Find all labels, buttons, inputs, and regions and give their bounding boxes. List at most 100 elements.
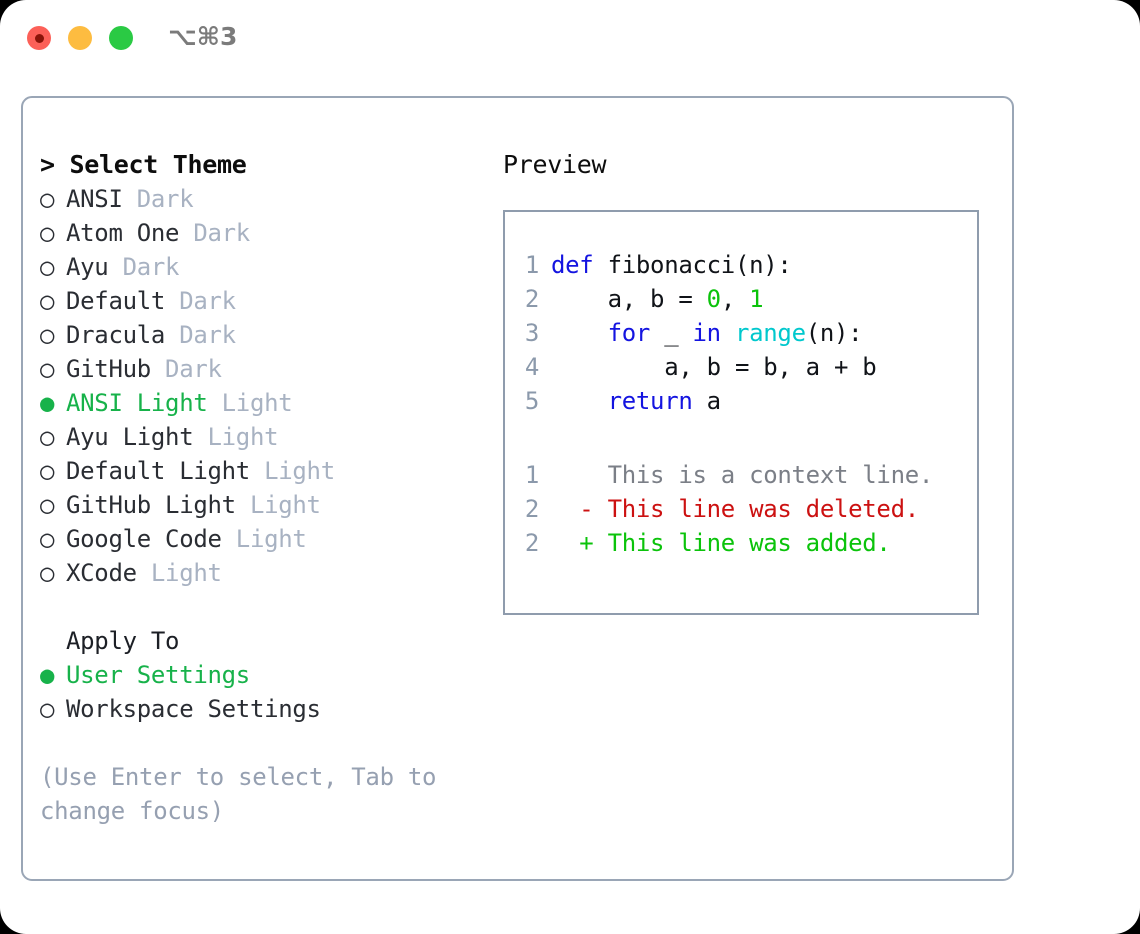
apply-to-option-workspace-settings[interactable]: ○ Workspace Settings xyxy=(40,692,487,726)
theme-option-default-light[interactable]: ○Default Light Light xyxy=(40,454,487,488)
theme-option-name: Ayu Light xyxy=(66,423,208,451)
theme-option-variant: Dark xyxy=(179,287,236,315)
code-token-plain xyxy=(721,319,735,347)
code-token-plain xyxy=(551,319,608,347)
theme-option-github-light[interactable]: ○ GitHub Light Light xyxy=(40,488,487,522)
close-window-icon[interactable] xyxy=(27,26,51,50)
theme-selection-panel: > Select Theme ○ANSI Dark○Atom One Dark○… xyxy=(23,98,487,879)
theme-option-variant: Light xyxy=(221,389,293,417)
diff-sample: 1 This is a context line.2 - This line w… xyxy=(505,458,977,560)
theme-option-ayu[interactable]: ○Ayu Dark xyxy=(40,250,487,284)
theme-option-variant: Light xyxy=(264,457,335,485)
code-token-kw: in xyxy=(692,319,722,347)
radio-unselected-icon: ○ xyxy=(40,491,55,519)
theme-option-variant: Light xyxy=(249,491,321,519)
code-token-plain: a xyxy=(692,387,721,415)
diff-line-del: 2 - This line was deleted. xyxy=(505,492,977,526)
line-number: 4 xyxy=(524,353,539,381)
theme-option-xcode[interactable]: ○XCode Light xyxy=(40,556,487,590)
apply-to-option-name: Workspace Settings xyxy=(66,695,321,723)
theme-option-google-code[interactable]: ○ Google Code Light xyxy=(40,522,487,556)
code-line-text: a, b = b, a + b xyxy=(551,350,877,384)
theme-option-default[interactable]: ○Default Dark xyxy=(40,284,487,318)
theme-option-variant: Light xyxy=(235,525,307,553)
radio-unselected-icon: ○ xyxy=(40,321,55,349)
theme-option-variant: Dark xyxy=(193,219,250,247)
theme-option-ansi[interactable]: ○ANSI Dark xyxy=(40,182,487,216)
radio-unselected-icon: ○ xyxy=(40,695,55,723)
code-token-num: 0 xyxy=(706,285,721,313)
traffic-lights xyxy=(27,26,133,50)
diff-line-text: - This line was deleted. xyxy=(551,495,919,523)
theme-option-variant: Dark xyxy=(179,321,236,349)
main-card: > Select Theme ○ANSI Dark○Atom One Dark○… xyxy=(21,96,1014,881)
radio-unselected-icon: ○ xyxy=(40,559,55,587)
theme-option-name: Atom One xyxy=(66,219,194,247)
theme-option-name: ANSI Light xyxy=(66,389,222,417)
code-line-text: return a xyxy=(551,384,722,418)
apply-to-heading: Apply To xyxy=(66,627,180,655)
code-line: 2 a, b = 0, 1 xyxy=(505,282,977,316)
theme-option-name: GitHub Light xyxy=(66,491,250,519)
theme-list[interactable]: ○ANSI Dark○Atom One Dark○Ayu Dark○Defaul… xyxy=(40,182,487,590)
code-token-plain: , xyxy=(720,285,750,313)
code-token-num: 1 xyxy=(749,285,764,313)
code-token-plain: _ xyxy=(650,319,693,347)
diff-line-text: This is a context line. xyxy=(551,461,934,489)
select-theme-heading: > Select Theme xyxy=(40,150,247,179)
line-number: 3 xyxy=(524,319,539,347)
line-number: 5 xyxy=(524,387,539,415)
theme-option-variant: Light xyxy=(207,423,279,451)
theme-option-github[interactable]: ○ GitHub Dark xyxy=(40,352,487,386)
minimize-window-icon[interactable] xyxy=(68,26,92,50)
keyboard-shortcut-label: ⌥⌘3 xyxy=(168,22,238,51)
line-number: 2 xyxy=(524,495,539,523)
diff-line-add: 2 + This line was added. xyxy=(505,526,977,560)
theme-option-name: GitHub xyxy=(66,355,166,383)
theme-option-name: Google Code xyxy=(66,525,236,553)
diff-line-ctx: 1 This is a context line. xyxy=(505,458,977,492)
radio-unselected-icon: ○ xyxy=(40,355,55,383)
preview-heading: Preview xyxy=(503,150,607,179)
code-line: 4 a, b = b, a + b xyxy=(505,350,977,384)
theme-option-name: Default Light xyxy=(66,457,265,485)
apply-to-option-user-settings[interactable]: ● User Settings xyxy=(40,658,487,692)
radio-unselected-icon: ○ xyxy=(40,253,55,281)
code-token-kw: return xyxy=(607,387,693,415)
code-token-plain xyxy=(551,387,608,415)
theme-option-ansi-light[interactable]: ●ANSI Light Light xyxy=(40,386,487,420)
keyboard-hint-text: (Use Enter to select, Tab to change focu… xyxy=(40,763,437,825)
radio-unselected-icon: ○ xyxy=(40,525,55,553)
apply-to-list[interactable]: ● User Settings ○ Workspace Settings xyxy=(40,658,487,726)
code-line-text: for _ in range(n): xyxy=(551,316,863,350)
diff-line-text: + This line was added. xyxy=(551,529,891,557)
code-line: 3 for _ in range(n): xyxy=(505,316,977,350)
code-token-plain: fibonacci(n): xyxy=(593,251,792,279)
window-titlebar: ⌥⌘3 xyxy=(0,0,1140,78)
maximize-window-icon[interactable] xyxy=(109,26,133,50)
radio-selected-icon: ● xyxy=(40,661,55,689)
line-number: 1 xyxy=(524,251,539,279)
code-line: 1 def fibonacci(n): xyxy=(505,248,977,282)
apply-to-option-name: User Settings xyxy=(66,661,250,689)
theme-option-atom-one[interactable]: ○ Atom One Dark xyxy=(40,216,487,250)
hint-spacer xyxy=(40,726,487,760)
code-token-plain: a, b = b, a + b xyxy=(551,353,877,381)
theme-option-variant: Dark xyxy=(165,355,222,383)
theme-option-variant: Light xyxy=(150,559,222,587)
radio-unselected-icon: ○ xyxy=(40,219,55,247)
theme-option-variant: Dark xyxy=(136,185,194,213)
line-number: 2 xyxy=(524,285,539,313)
theme-option-dracula[interactable]: ○ Dracula Dark xyxy=(40,318,487,352)
theme-option-name: ANSI xyxy=(66,185,137,213)
radio-unselected-icon: ○ xyxy=(40,287,55,315)
code-token-plain: (n): xyxy=(805,319,863,347)
code-line-text: a, b = 0, 1 xyxy=(551,282,764,316)
theme-option-ayu-light[interactable]: ○Ayu Light Light xyxy=(40,420,487,454)
code-line-text: def fibonacci(n): xyxy=(551,248,792,282)
section-spacer xyxy=(40,590,487,624)
theme-option-name: Dracula xyxy=(66,321,180,349)
